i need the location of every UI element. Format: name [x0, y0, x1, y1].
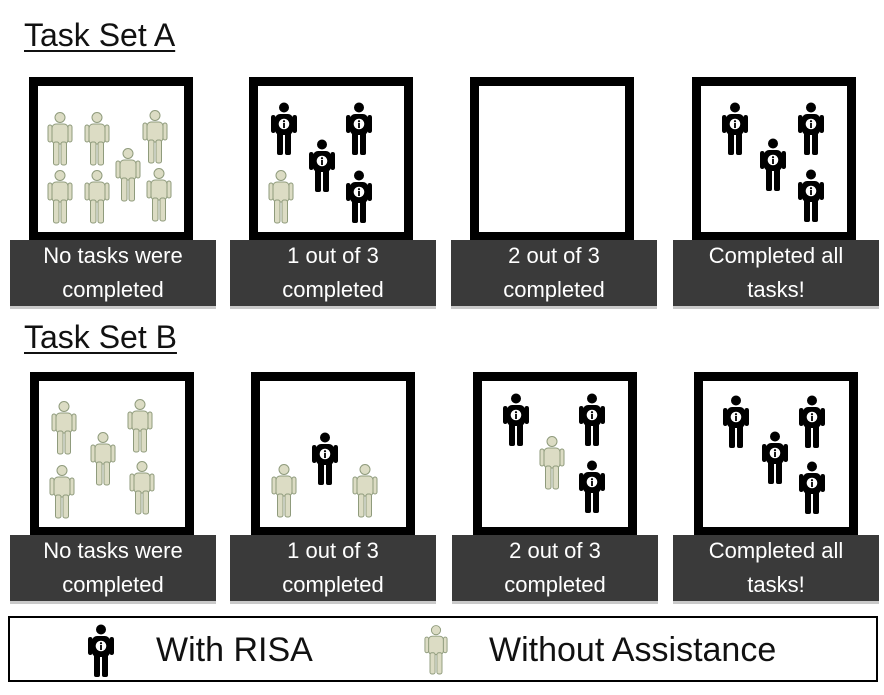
- legend-label-without-assistance: Without Assistance: [489, 631, 777, 669]
- person-with-info-badge-icon: [722, 102, 748, 156]
- person-with-info-badge-icon: [579, 393, 605, 447]
- person-icon: [146, 168, 172, 222]
- person-with-info-badge-icon: [503, 393, 529, 447]
- task-set-b-panel-3-box: [473, 372, 637, 536]
- task-set-b-panel-4: Completed all tasks!: [673, 372, 881, 604]
- task-set-a-title: Task Set A: [24, 17, 176, 53]
- task-set-b-panel-4-caption: Completed all tasks!: [673, 535, 879, 604]
- person-with-info-badge-icon: [762, 431, 788, 485]
- person-with-info-badge-icon: [346, 102, 372, 156]
- task-set-a-panel-1-caption: No tasks were completed: [10, 240, 216, 309]
- person-icon: [268, 170, 294, 224]
- task-set-b-panel-2-box: [251, 372, 415, 536]
- task-set-b-panel-2: 1 out of 3 completed: [230, 372, 438, 604]
- person-icon: [424, 624, 448, 676]
- person-icon: [129, 461, 155, 515]
- person-icon: [90, 432, 116, 486]
- person-with-info-badge-icon: [723, 395, 749, 449]
- person-icon: [47, 112, 73, 166]
- task-set-b-panel-2-caption: 1 out of 3 completed: [230, 535, 436, 604]
- legend: With RISA Without Assistance: [8, 616, 878, 682]
- task-set-a-panel-1-box: [29, 77, 193, 241]
- person-with-info-badge-icon: [798, 169, 824, 223]
- task-set-a-panel-2-box: [249, 77, 413, 241]
- person-icon: [539, 436, 565, 490]
- person-with-info-badge-icon: [312, 432, 338, 486]
- person-with-info-badge-icon: [579, 460, 605, 514]
- task-set-a-panel-4-box: [692, 77, 856, 241]
- task-set-b-panel-1-caption: No tasks were completed: [10, 535, 216, 604]
- person-with-info-badge-icon: [271, 102, 297, 156]
- task-set-a-panel-4: Completed all tasks!: [673, 77, 881, 309]
- task-set-a-panel-4-caption: Completed all tasks!: [673, 240, 879, 309]
- person-icon: [84, 170, 110, 224]
- task-set-b-panel-3: 2 out of 3 completed: [452, 372, 660, 604]
- person-with-info-badge-icon: [798, 102, 824, 156]
- task-set-b-panel-3-caption: 2 out of 3 completed: [452, 535, 658, 604]
- legend-label-with-risa: With RISA: [156, 631, 313, 669]
- task-set-a-panel-1: No tasks were completed: [10, 77, 218, 309]
- task-set-a-panel-3-box: [470, 77, 634, 241]
- person-with-info-badge-icon: [799, 395, 825, 449]
- person-icon: [49, 465, 75, 519]
- person-icon: [51, 401, 77, 455]
- person-icon: [84, 112, 110, 166]
- person-with-info-badge-icon: [799, 461, 825, 515]
- task-set-b-panel-1: No tasks were completed: [10, 372, 218, 604]
- person-icon: [352, 464, 378, 518]
- person-with-info-badge-icon: [309, 139, 335, 193]
- task-set-a-panel-2: 1 out of 3 completed: [230, 77, 438, 309]
- task-set-a-panel-3-caption: 2 out of 3 completed: [451, 240, 657, 309]
- person-icon: [127, 399, 153, 453]
- person-icon: [142, 110, 168, 164]
- task-set-a-panel-3: 2 out of 3 completed: [451, 77, 659, 309]
- person-with-info-badge-icon: [760, 138, 786, 192]
- task-set-a-panel-2-caption: 1 out of 3 completed: [230, 240, 436, 309]
- task-set-b-title: Task Set B: [24, 319, 177, 355]
- task-set-b-panel-1-box: [30, 372, 194, 536]
- person-with-info-badge-icon: [346, 170, 372, 224]
- task-set-b-panel-4-box: [694, 372, 858, 536]
- person-with-info-badge-icon: [88, 624, 114, 678]
- person-icon: [115, 148, 141, 202]
- person-icon: [47, 170, 73, 224]
- person-icon: [271, 464, 297, 518]
